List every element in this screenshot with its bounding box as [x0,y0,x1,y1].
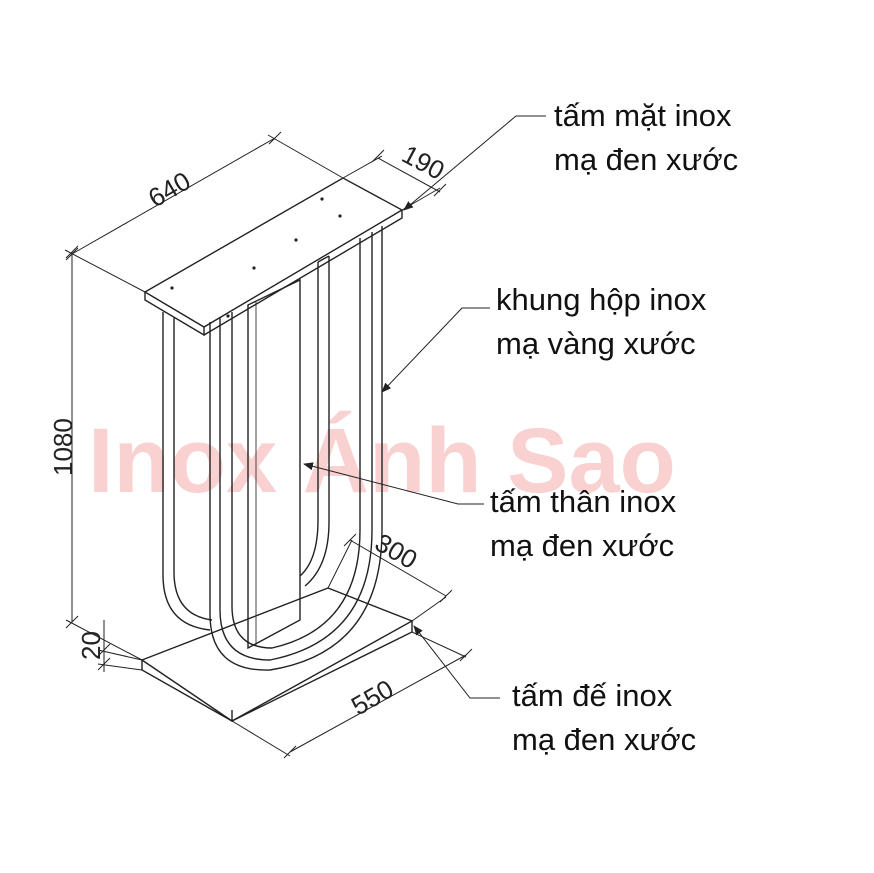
dimension-640: 640 [143,166,196,214]
dimension-550: 550 [346,674,399,722]
dimension-300: 300 [370,527,423,575]
dimension-base-thickness: 20 [76,620,143,672]
label-base-plate-line2: mạ đen xước [512,722,696,757]
leader-body-plate [303,462,484,505]
dimension-base-length: 550 [231,631,473,759]
dimension-20: 20 [76,631,106,660]
leader-base-plate [413,625,500,699]
label-body-plate-line1: tấm thân inox [490,484,677,519]
label-top-plate-line1: tấm mặt inox [554,98,732,133]
box-frame [162,226,383,671]
top-plate [143,177,404,337]
label-body-plate-line2: mạ đen xước [490,528,674,563]
dimension-height: 1080 [48,245,143,661]
leader-top-plate [403,115,546,211]
dimension-base-depth: 300 [327,527,453,622]
leader-box-frame [381,307,490,393]
label-box-frame-line2: mạ vàng xước [496,326,696,361]
label-top-plate-line2: mạ đen xước [554,142,738,177]
dimension-top-depth: 190 [342,139,450,211]
label-box-frame-line1: khung hộp inox [496,282,707,317]
label-base-plate-line1: tấm đế inox [512,678,673,713]
dimension-top-length: 640 [64,131,344,293]
dimension-1080: 1080 [48,418,78,476]
